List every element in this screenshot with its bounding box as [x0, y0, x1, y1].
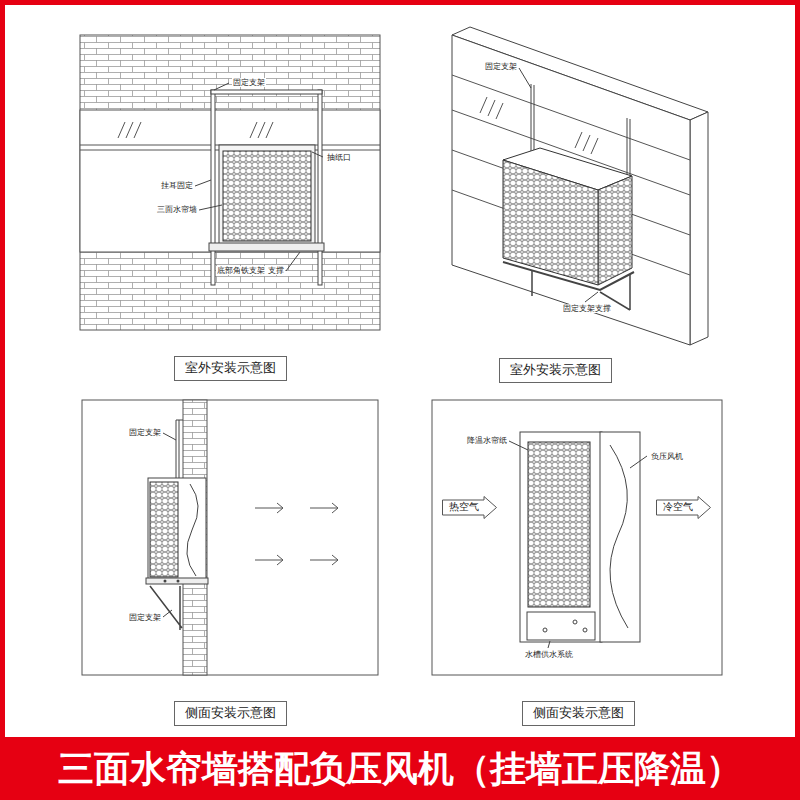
callout-label: 固定支架 [128, 428, 162, 437]
caption-box: 室外安装示意图 [174, 356, 287, 381]
support-plate [503, 262, 634, 290]
side-section-view [432, 400, 722, 675]
arrow-outline [443, 497, 497, 519]
angle-iron-support [209, 243, 324, 251]
glass-mark [118, 122, 273, 138]
callout-label: 底部角铁支架 支撑 [216, 266, 285, 275]
cooler-body [148, 478, 206, 580]
glass-mark [480, 97, 598, 154]
block-arrow: 热空气 [442, 496, 497, 519]
caption-text: 侧面安装示意图 [533, 705, 624, 721]
leader-line [509, 441, 647, 648]
callout-label: 抽纸口 [326, 153, 352, 162]
bracket-rail [318, 90, 322, 285]
tank-hole [543, 628, 547, 632]
panel-frame [82, 400, 378, 675]
caption-box: 室外安装示意图 [499, 358, 612, 383]
caption-text: 室外安装示意图 [185, 360, 276, 376]
title-banner: 三面水帘墙搭配负压风机（挂墙正压降温） [0, 737, 800, 800]
window [80, 110, 380, 252]
bracket-rail [176, 420, 183, 478]
support-plate [146, 578, 208, 584]
caption-text: 室外安装示意图 [510, 362, 601, 378]
brick-wall [80, 35, 380, 330]
outdoor-front-view [80, 35, 380, 330]
callout-label: 挂耳固定 [160, 181, 194, 190]
callout-label: 降温水帘纸 [466, 436, 508, 445]
bolt [177, 580, 180, 583]
wall-side [690, 112, 708, 345]
water-curtain-pad [150, 482, 178, 577]
leader-line [195, 83, 323, 271]
banner-title: 三面水帘墙搭配负压风机（挂墙正压降温） [58, 748, 742, 789]
callout-label: 水槽供水系统 [524, 650, 574, 659]
cooler-frame [219, 145, 315, 246]
callout-label: 固定支架 [232, 78, 266, 87]
red-frame [3, 3, 798, 798]
arrow-outline [657, 497, 711, 519]
fan-housing [600, 432, 640, 642]
bracket-top [211, 90, 322, 94]
callout-label: 固定支架支撑 [562, 304, 612, 313]
leader-line [163, 433, 176, 617]
arrow-text: 冷空气 [663, 501, 693, 514]
caption-box: 侧面安装示意图 [522, 701, 635, 726]
block-arrow: 冷空气 [656, 496, 711, 519]
side-install-view [82, 400, 378, 675]
fan-blade [187, 484, 198, 576]
caption-box: 侧面安装示意图 [174, 701, 287, 726]
airflow-arrow [255, 503, 338, 565]
bolt [164, 580, 167, 583]
water-curtain-pad [598, 176, 632, 285]
tank-hole [583, 628, 587, 632]
unit-frame [520, 432, 602, 642]
fan-blade [610, 445, 628, 628]
bracket-rail [211, 90, 215, 285]
outdoor-iso-view [452, 27, 708, 345]
water-tank [527, 612, 595, 640]
panel-frame [432, 400, 722, 675]
arrow-text: 热空气 [449, 501, 479, 514]
water-curtain-pad [223, 151, 311, 241]
wall-front [452, 35, 690, 345]
callout-label: 固定支架 [128, 613, 162, 622]
tank-hole [573, 620, 577, 624]
leader-line [519, 68, 598, 302]
callout-label: 三面水帘墙 [156, 205, 198, 214]
caption-text: 侧面安装示意图 [185, 705, 276, 721]
support-brace [150, 586, 182, 630]
callout-label: 固定支架 [484, 62, 518, 71]
callout-label: 负压风机 [650, 452, 684, 461]
water-curtain-pad [528, 442, 590, 607]
